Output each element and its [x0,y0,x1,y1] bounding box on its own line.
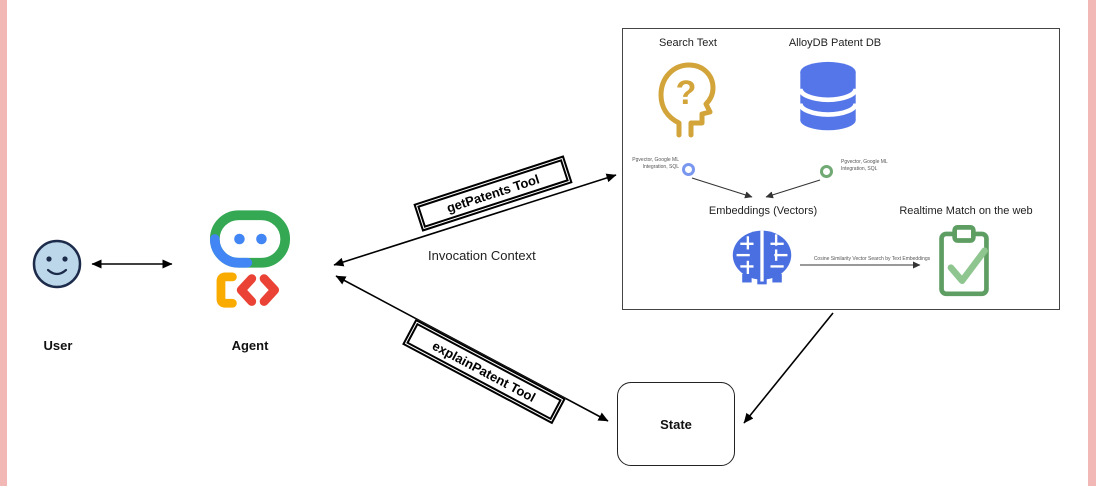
edge-agent-getpatents-tool [333,173,617,267]
right-integration-caption: Pgvector, Google ML Integration, SQL [841,159,888,172]
patent-tool-panel: Search Text AlloyDB Patent DB ? Pgvector… [622,28,1060,310]
database-icon [795,61,861,133]
edge-alloydb-embeddings [765,179,821,199]
agent-robot-icon [206,208,294,314]
left-integration-caption: Pgvector, Google ML Integration, SQL [632,157,679,170]
realtime-match-label: Realtime Match on the web [899,205,1033,217]
cosine-similarity-caption: Cosine Similarity Vector Search by Text … [813,256,931,262]
alloydb-label: AlloyDB Patent DB [788,37,882,49]
user-label: User [43,338,73,353]
right-edge-band [1088,0,1096,486]
edge-toolbox-state [743,312,834,424]
left-edge-band [0,0,7,486]
clipboard-check-icon [935,223,993,301]
agent-label: Agent [231,338,269,353]
head-question-icon: ? [651,59,723,139]
svg-text:?: ? [676,74,697,112]
search-text-label: Search Text [659,37,717,49]
embeddings-label: Embeddings (Vectors) [708,205,818,217]
state-label: State [660,416,692,432]
integration-node-left [682,163,695,176]
invocation-context-label: Invocation Context [428,248,536,263]
edge-searchtext-embeddings [691,177,753,199]
state-node: State [617,382,735,466]
user-smiley-icon [31,238,83,290]
brain-circuit-icon [729,226,795,288]
integration-node-right [820,165,833,178]
